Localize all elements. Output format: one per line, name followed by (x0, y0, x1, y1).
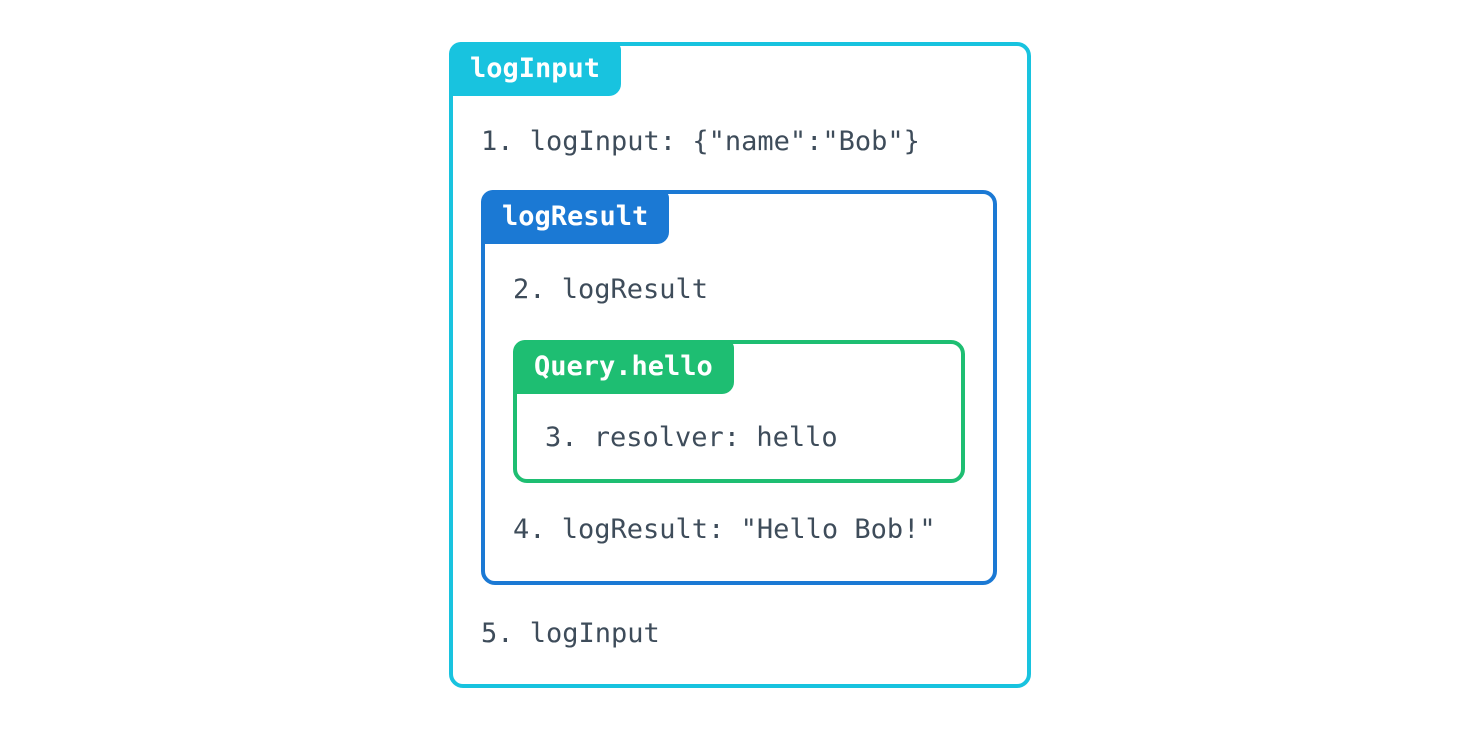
step-2-logresult-before: 2. logResult (513, 274, 709, 305)
query-hello-tab-label: Query.hello (513, 340, 734, 394)
query-hello-box: Query.hello 3. resolver: hello (513, 340, 965, 483)
logresult-tab-label: logResult (481, 190, 670, 244)
step-1-loginput-before: 1. logInput: {"name":"Bob"} (481, 126, 920, 157)
step-4-logresult-after: 4. logResult: "Hello Bob!" (513, 514, 936, 545)
step-5-loginput-after: 5. logInput (481, 618, 660, 649)
loginput-box: logInput 1. logInput: {"name":"Bob"} log… (449, 42, 1031, 688)
logresult-box: logResult 2. logResult Query.hello 3. re… (481, 190, 997, 585)
step-3-resolver: 3. resolver: hello (545, 422, 838, 453)
loginput-tab-label: logInput (449, 42, 622, 96)
